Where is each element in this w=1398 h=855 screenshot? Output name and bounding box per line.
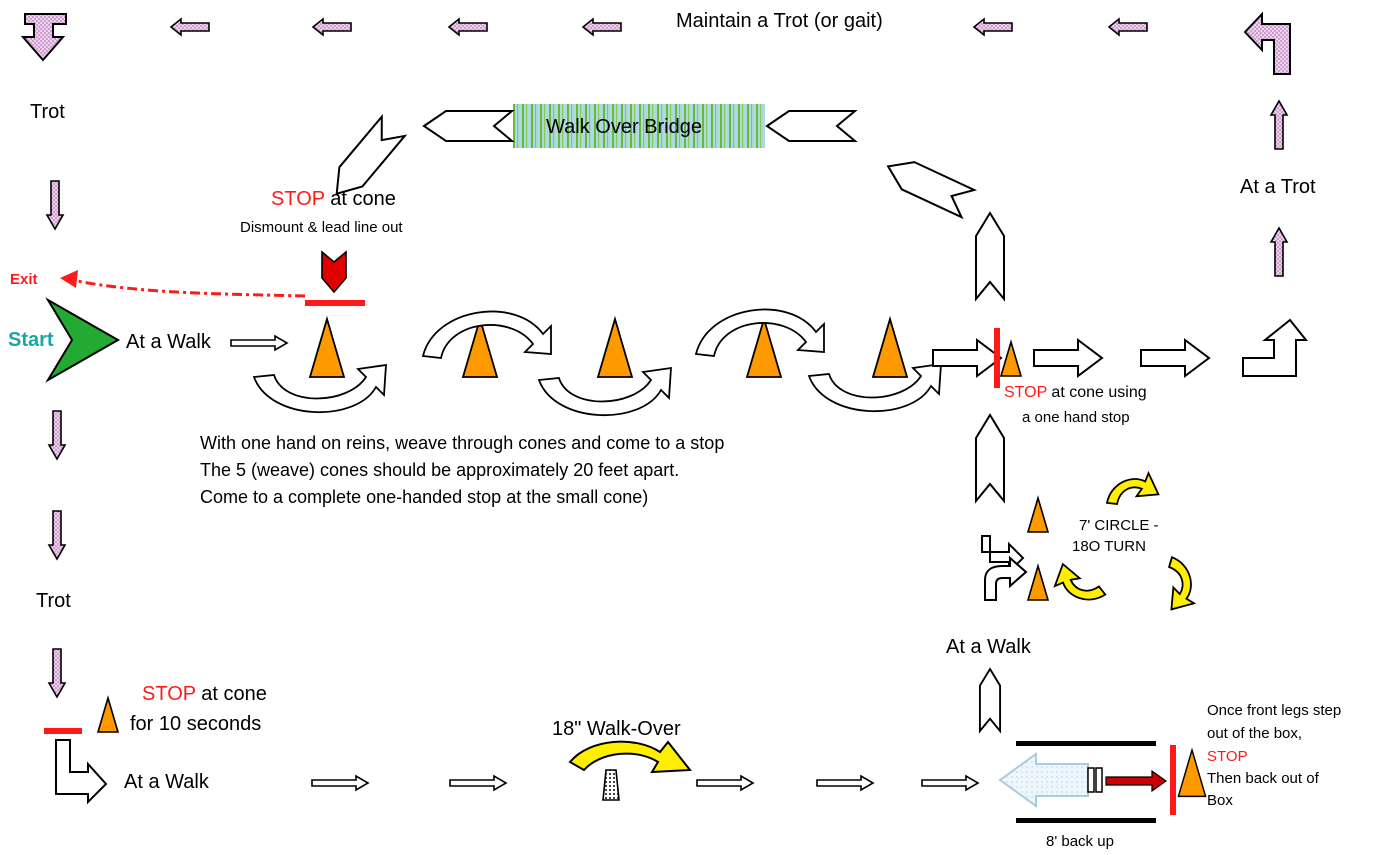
- stop-word: STOP: [142, 683, 196, 705]
- chevron-diagonal-arrow-icon: [335, 113, 408, 196]
- start-label: Start: [8, 329, 54, 351]
- box-instr-line1: Once front legs step: [1207, 702, 1342, 719]
- down-arrow-icon: [48, 510, 66, 560]
- at-a-walk-bottom-label: At a Walk: [124, 771, 209, 793]
- exit-label: Exit: [10, 271, 38, 288]
- at-a-walk-right-label: At a Walk: [946, 636, 1031, 658]
- cone-icon: [872, 318, 908, 378]
- stop-ten-rest: at cone: [195, 683, 267, 705]
- red-stop-line-icon: [1170, 745, 1176, 815]
- stop-word: STOP: [271, 188, 325, 210]
- stop-dismount-rest: at cone: [324, 188, 396, 210]
- cone-icon: [1027, 497, 1049, 533]
- right-arrow-icon: [449, 775, 507, 791]
- right-block-arrow-icon: [932, 339, 1002, 377]
- box-instr-stop: STOP: [1207, 748, 1248, 765]
- yellow-circle-arrow-icon: [1103, 471, 1160, 506]
- maintain-trot-label: Maintain a Trot (or gait): [676, 10, 883, 32]
- stop-dismount-label: STOP at cone: [271, 188, 396, 211]
- cone-icon: [309, 318, 345, 378]
- left-arrow-icon: [312, 18, 352, 36]
- up-arrow-icon: [1270, 227, 1288, 277]
- right-arrow-icon: [230, 335, 288, 351]
- right-block-arrow-icon: [1140, 339, 1210, 377]
- red-stop-line-icon: [44, 728, 82, 734]
- left-arrow-icon: [170, 18, 210, 36]
- box-instr-line4: Then back out of: [1207, 770, 1319, 787]
- right-arrow-icon: [696, 775, 754, 791]
- box-instr-line2: out of the box,: [1207, 725, 1303, 742]
- corner-left-arrow-icon: [1243, 11, 1291, 75]
- corner-down-arrow-icon: [20, 13, 67, 62]
- back-up-box-icon: [998, 741, 1168, 823]
- red-stop-line-icon: [994, 328, 1000, 388]
- cone-icon: [1177, 749, 1207, 798]
- box-instr-line5: Box: [1207, 792, 1233, 809]
- yellow-circle-arrow-icon: [1164, 556, 1199, 613]
- circle-label-line1: 7' CIRCLE -: [1079, 517, 1159, 534]
- left-arrow-icon: [582, 18, 622, 36]
- right-arrow-icon: [816, 775, 874, 791]
- bridge-label: Walk Over Bridge: [546, 116, 702, 138]
- cone-icon: [597, 318, 633, 378]
- trot-label-lower: Trot: [36, 590, 71, 612]
- chevron-left-arrow-icon: [766, 110, 856, 142]
- stop-ten-line2: for 10 seconds: [130, 713, 262, 735]
- right-arrow-icon: [921, 775, 979, 791]
- cone-icon: [1027, 565, 1049, 601]
- one-hand-stop-line2: a one hand stop: [1022, 409, 1130, 426]
- left-arrow-icon: [973, 18, 1013, 36]
- left-arrow-icon: [1108, 18, 1148, 36]
- instruction-line-3: Come to a complete one-handed stop at th…: [200, 487, 649, 507]
- right-block-arrow-icon: [1033, 339, 1103, 377]
- corner-up-arrow-icon: [1242, 318, 1309, 377]
- turn-arrow-icon: [984, 555, 1028, 601]
- cone-icon: [97, 697, 119, 733]
- chevron-up-arrow-icon: [978, 667, 1002, 734]
- chevron-left-arrow-icon: [423, 110, 513, 142]
- chevron-diagonal-arrow-icon: [886, 161, 978, 220]
- one-hand-stop-rest: at cone using: [1046, 384, 1147, 401]
- red-stop-line-icon: [305, 300, 365, 306]
- cone-icon: [1000, 341, 1022, 377]
- instruction-line-1: With one hand on reins, weave through co…: [200, 433, 725, 453]
- down-arrow-icon: [48, 410, 66, 460]
- trot-label-upper: Trot: [30, 101, 65, 123]
- corner-right-arrow-icon: [55, 739, 108, 805]
- exit-dashed-arrow-icon: [60, 270, 306, 298]
- walkover-label: 18" Walk-Over: [552, 718, 681, 740]
- down-arrow-icon: [46, 180, 64, 230]
- instruction-line-2: The 5 (weave) cones should be approximat…: [200, 460, 680, 480]
- stop-word: STOP: [1004, 384, 1047, 401]
- left-arrow-icon: [448, 18, 488, 36]
- at-a-trot-label: At a Trot: [1240, 176, 1316, 198]
- at-a-walk-start-label: At a Walk: [126, 331, 211, 353]
- up-arrow-icon: [1270, 100, 1288, 150]
- circle-label-line2: 18O TURN: [1072, 538, 1146, 555]
- cone-icon: [746, 318, 782, 378]
- right-arrow-icon: [311, 775, 369, 791]
- start-chevron-icon: [45, 297, 121, 383]
- one-hand-stop-label: STOP at cone using: [1004, 384, 1147, 402]
- down-arrow-icon: [48, 648, 66, 698]
- bridge-icon: [513, 104, 765, 148]
- yellow-circle-arrow-icon: [1047, 558, 1108, 616]
- chevron-up-arrow-icon: [975, 414, 1005, 502]
- chevron-up-arrow-icon: [975, 212, 1005, 300]
- walk-over-obstacle-icon: [568, 740, 692, 801]
- dismount-sublabel: Dismount & lead line out: [240, 219, 403, 236]
- red-chevron-down-icon: [321, 250, 347, 294]
- back-up-label: 8' back up: [1046, 833, 1114, 850]
- stop-ten-label: STOP at cone: [142, 683, 267, 706]
